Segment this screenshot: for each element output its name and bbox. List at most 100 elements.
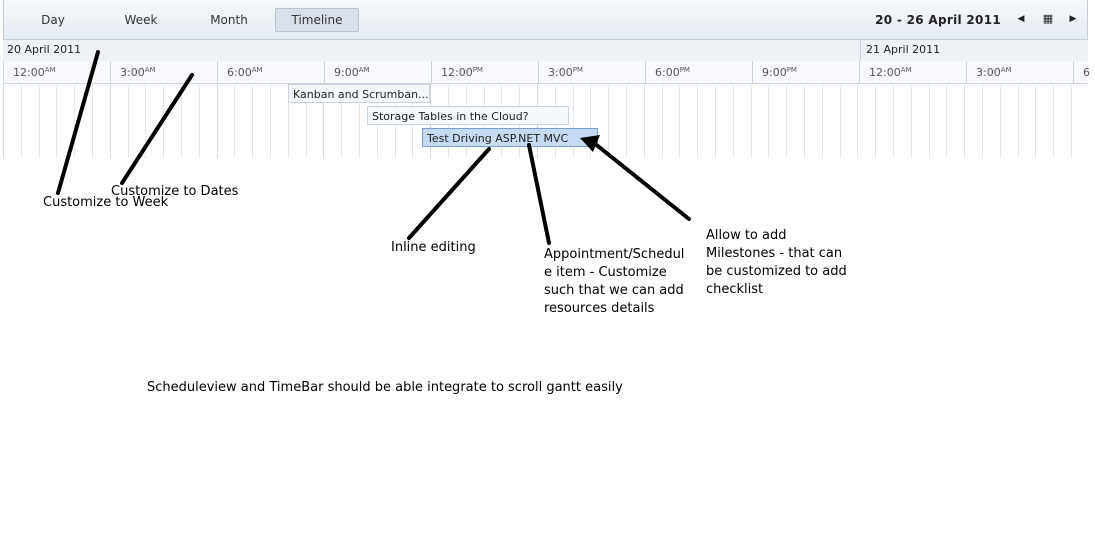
- grid-line: [128, 84, 129, 158]
- grid-line: [768, 84, 769, 158]
- view-timeline-button[interactable]: Timeline: [275, 8, 359, 32]
- grid-line: [252, 84, 253, 158]
- grid-line: [697, 84, 698, 158]
- grid-line: [644, 84, 645, 158]
- hour-label: 3:00PM: [548, 66, 583, 79]
- date-range-label: 20 - 26 April 2011: [875, 13, 1001, 27]
- hour-divider: [538, 61, 539, 83]
- hour-label: 12:00AM: [869, 66, 912, 79]
- grid-line: [199, 84, 200, 158]
- hour-divider: [431, 61, 432, 83]
- grid-line: [840, 84, 841, 158]
- hour-suffix: AM: [358, 66, 370, 74]
- appointment-item[interactable]: Storage Tables in the Cloud?: [367, 106, 569, 125]
- grid-line: [964, 84, 965, 158]
- grid-line: [56, 84, 57, 158]
- grid-line: [21, 84, 22, 158]
- grid-line: [573, 84, 574, 158]
- grid-line: [662, 84, 663, 158]
- hour-time: 12:00: [441, 66, 473, 79]
- arrow-dates: [120, 73, 194, 185]
- appointment-item[interactable]: Kanban and Scrumban...: [288, 84, 430, 103]
- grid-line: [626, 84, 627, 158]
- grid-line: [1053, 84, 1054, 158]
- hour-time: 6:00: [227, 66, 252, 79]
- hour-suffix: AM: [1000, 66, 1012, 74]
- grid-line: [786, 84, 787, 158]
- note-appointment-item: Appointment/Schedul e item - Customize s…: [544, 246, 684, 318]
- grid-line: [1018, 84, 1019, 158]
- grid-line: [751, 84, 752, 158]
- note-gantt-integration: Scheduleview and TimeBar should be able …: [147, 380, 623, 395]
- hour-suffix: AM: [251, 66, 263, 74]
- hour-suffix: PM: [786, 66, 797, 74]
- view-week-button[interactable]: Week: [124, 13, 158, 27]
- grid-line: [74, 84, 75, 158]
- grid-line: [1071, 84, 1072, 158]
- hour-divider: [217, 61, 218, 83]
- hour-label: 9:00AM: [334, 66, 370, 79]
- note-line: e item - Customize: [544, 265, 667, 280]
- hour-time: 3:00: [548, 66, 573, 79]
- note-line: be customized to add: [706, 264, 847, 279]
- note-line: Allow to add: [706, 228, 787, 243]
- hour-suffix: PM: [679, 66, 690, 74]
- date-label: 21 April 2011: [866, 43, 941, 56]
- note-customize-dates: Customize to Dates: [111, 184, 239, 199]
- grid-line: [1000, 84, 1001, 158]
- schedule-view: Day Week Month Timeline 20 - 26 April 20…: [3, 0, 1090, 158]
- hour-divider: [110, 61, 111, 83]
- grid-line: [857, 84, 858, 158]
- grid-line: [341, 84, 342, 158]
- hour-suffix: AM: [44, 66, 56, 74]
- hour-suffix: PM: [572, 66, 583, 74]
- grid-line: [679, 84, 680, 158]
- grid-line: [804, 84, 805, 158]
- hour-suffix: AM: [144, 66, 156, 74]
- note-line: such that we can add: [544, 283, 684, 298]
- hour-label: 12:00AM: [13, 66, 56, 79]
- calendar-grid-icon[interactable]: ▦: [1042, 12, 1054, 25]
- date-label: 20 April 2011: [7, 43, 82, 56]
- grid-line: [288, 84, 289, 158]
- grid-line: [323, 84, 324, 158]
- next-arrow-icon[interactable]: ▶: [1069, 14, 1077, 24]
- view-day-button[interactable]: Day: [41, 13, 65, 27]
- grid-line: [946, 84, 947, 158]
- hour-label: 3:00AM: [120, 66, 156, 79]
- arrow-appointment: [527, 143, 551, 245]
- hour-label: 3:00AM: [976, 66, 1012, 79]
- day-divider: [860, 40, 861, 61]
- hour-divider: [3, 61, 4, 83]
- grid-line: [982, 84, 983, 158]
- grid-line: [590, 84, 591, 158]
- note-line: Appointment/Schedul: [544, 247, 685, 262]
- prev-arrow-icon[interactable]: ◀: [1017, 14, 1025, 24]
- grid-line: [875, 84, 876, 158]
- hour-label: 6:00AM: [227, 66, 263, 79]
- note-line: checklist: [706, 282, 764, 297]
- note-line: resources details: [544, 301, 655, 316]
- note-milestones: Allow to add Milestones - that can be cu…: [706, 227, 847, 299]
- grid-line: [1035, 84, 1036, 158]
- grid-line: [270, 84, 271, 158]
- grid-line: [217, 84, 218, 158]
- grid-line: [234, 84, 235, 158]
- hour-suffix: AM: [900, 66, 912, 74]
- arrow-inline: [407, 147, 491, 240]
- hour-time: 3:00: [976, 66, 1001, 79]
- arrow-milestone: [592, 141, 691, 221]
- view-toolbar: Day Week Month Timeline 20 - 26 April 20…: [3, 0, 1088, 40]
- note-customize-week: Customize to Week: [43, 195, 169, 210]
- arrow-week: [56, 50, 100, 195]
- note-inline-editing: Inline editing: [391, 240, 476, 255]
- note-line: Milestones - that can: [706, 246, 843, 261]
- grid-line: [733, 84, 734, 158]
- view-month-button[interactable]: Month: [210, 13, 248, 27]
- appointment-item-selected[interactable]: Test Driving ASP.NET MVC: [422, 128, 598, 147]
- hour-time: 3:00: [120, 66, 145, 79]
- hour-divider: [859, 61, 860, 83]
- grid-line: [608, 84, 609, 158]
